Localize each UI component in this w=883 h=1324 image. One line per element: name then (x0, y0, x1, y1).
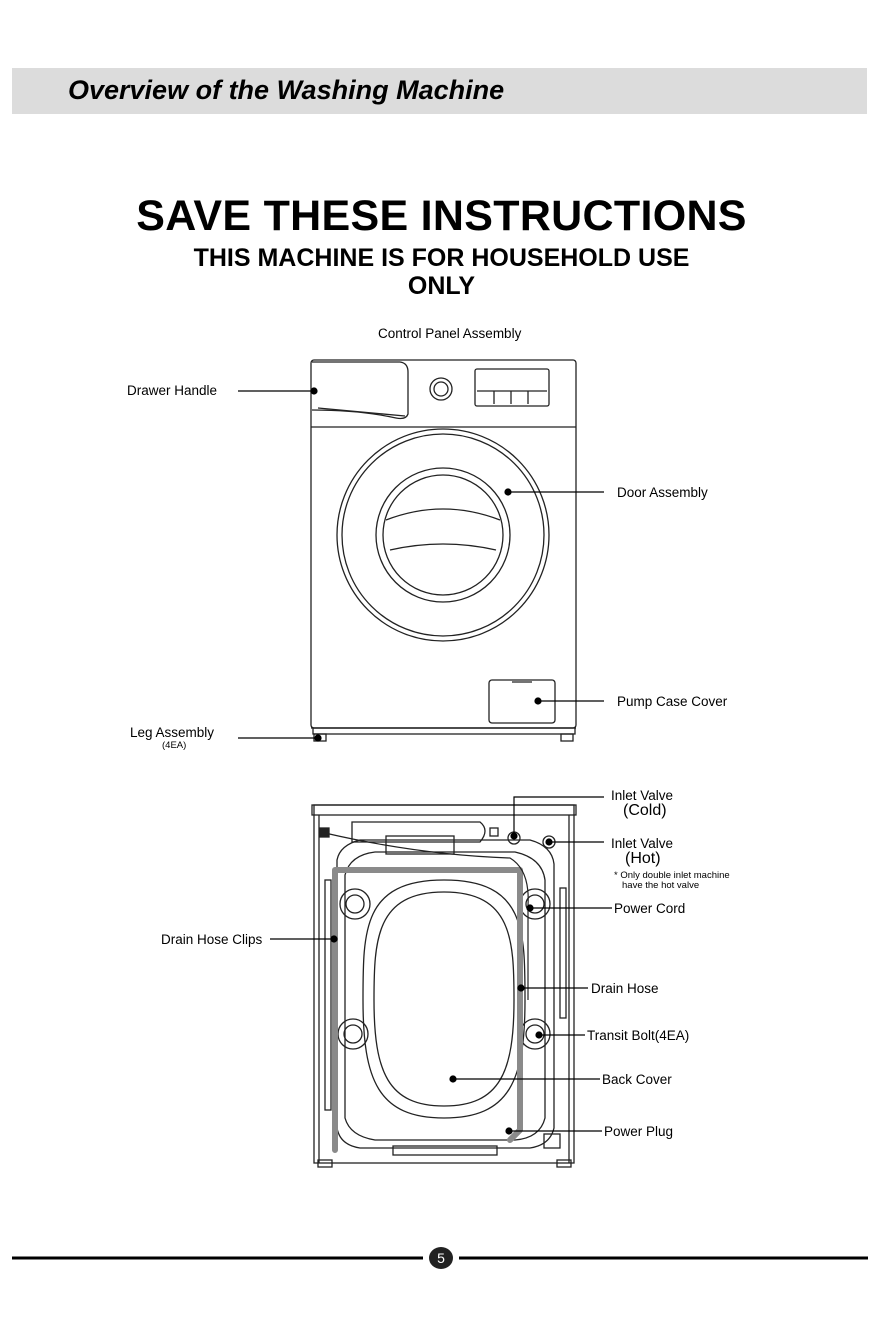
label-hot: (Hot) (625, 850, 661, 867)
label-pump-case-cover: Pump Case Cover (617, 694, 728, 709)
label-leg-count: (4EA) (162, 740, 187, 751)
label-drawer-handle: Drawer Handle (127, 383, 218, 398)
label-transit-bolt: Transit Bolt(4EA) (587, 1028, 690, 1043)
section-banner (12, 68, 867, 114)
label-power-cord: Power Cord (614, 901, 686, 916)
label-control-panel: Control Panel Assembly (378, 326, 522, 341)
label-power-plug: Power Plug (604, 1124, 674, 1139)
label-drain-hose-clips: Drain Hose Clips (161, 932, 263, 947)
label-drain-hose: Drain Hose (591, 981, 659, 996)
label-back-cover: Back Cover (602, 1072, 672, 1087)
label-note-line2: have the hot valve (622, 880, 700, 891)
page-number: 5 (429, 1247, 453, 1269)
power-cord-shape (324, 832, 529, 1000)
label-note-line1: * Only double inlet machine (614, 870, 730, 881)
label-inlet-valve-hot: Inlet Valve (611, 836, 674, 851)
label-door-assembly: Door Assembly (617, 485, 708, 500)
front-view-machine (310, 359, 577, 742)
section-title: Overview of the Washing Machine (68, 75, 505, 105)
drain-hose-shape (332, 867, 523, 1153)
back-view-machine (311, 804, 577, 1168)
label-cold: (Cold) (623, 802, 667, 819)
label-leg-assembly: Leg Assembly (130, 725, 215, 740)
save-instructions-heading: SAVE THESE INSTRUCTIONS (136, 192, 747, 240)
household-use-heading: THIS MACHINE IS FOR HOUSEHOLD USE (193, 244, 690, 272)
label-inlet-valve-cold: Inlet Valve (611, 788, 674, 803)
household-use-heading-line2: ONLY (407, 272, 476, 300)
